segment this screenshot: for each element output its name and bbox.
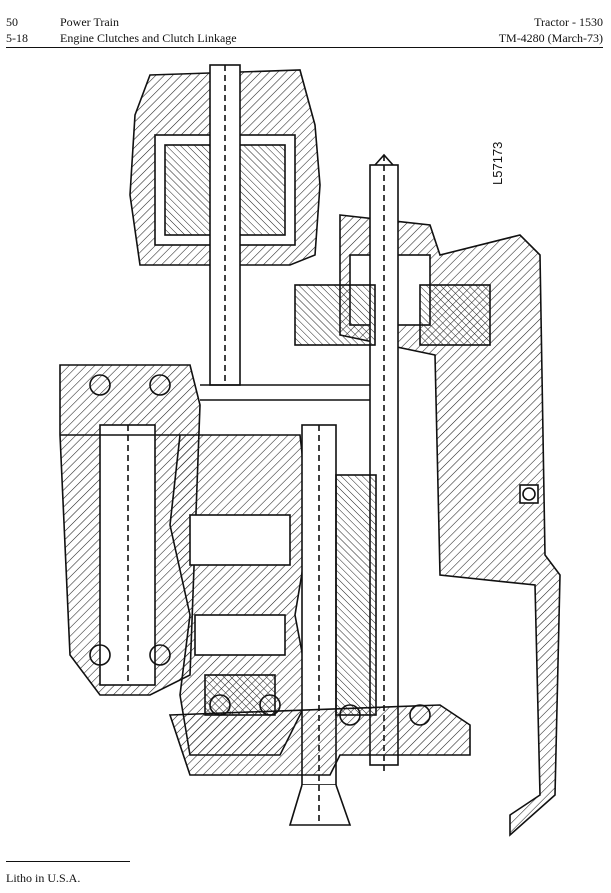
page-reference: 5-18 — [6, 31, 28, 45]
section-title: Power Train — [60, 15, 120, 29]
litho-note: Litho in U.S.A. — [6, 871, 81, 885]
header-rule — [6, 47, 603, 48]
footer-rule — [6, 861, 130, 862]
figure-number: L57173 — [490, 141, 505, 185]
manual-reference: TM-4280 (March-73) — [498, 31, 603, 45]
clutch-cross-section-drawing — [59, 64, 561, 837]
subsection-title: Engine Clutches and Clutch Linkage — [60, 31, 237, 45]
page-number: 50 — [6, 15, 18, 29]
tractor-model: Tractor - 1530 — [534, 15, 603, 29]
